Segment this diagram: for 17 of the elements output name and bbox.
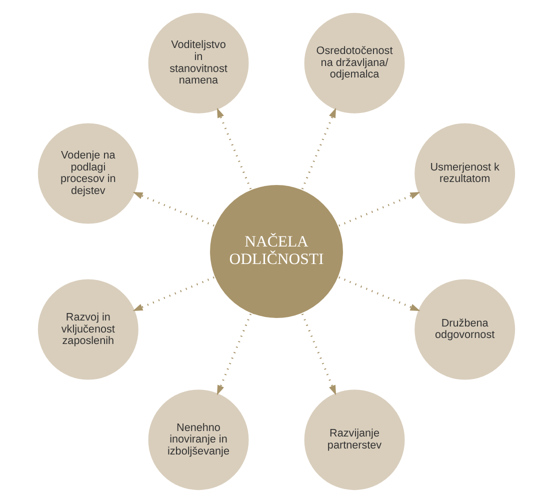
node-circle: Voditeljstvo in stanovitnost namena: [146, 10, 250, 116]
arrow: [300, 314, 336, 396]
arrow: [216, 108, 252, 190]
arrow: [132, 276, 214, 312]
node-circle: Razvijanje partnerstev: [302, 388, 406, 492]
arrow: [132, 192, 214, 227]
arrow: [216, 314, 252, 396]
node-circle: Družbena odgovornost: [412, 277, 517, 382]
node-circle: Vodenje na podlagi procesov in dejstev: [35, 121, 140, 226]
arrow: [300, 108, 336, 190]
node-circle: Nenehno inoviranje in izboljševanje: [146, 388, 250, 492]
arrow: [338, 192, 420, 227]
node-circle: Usmerjenost k rezultatom: [412, 121, 517, 226]
arrow: [338, 276, 420, 312]
node-circle: Osredotočenost na državljana/ odjemalca: [302, 10, 406, 116]
node-circle: Razvoj in vključenost zaposlenih: [35, 277, 140, 382]
node-circle: NAČELA ODLIČNOSTI: [208, 183, 344, 320]
